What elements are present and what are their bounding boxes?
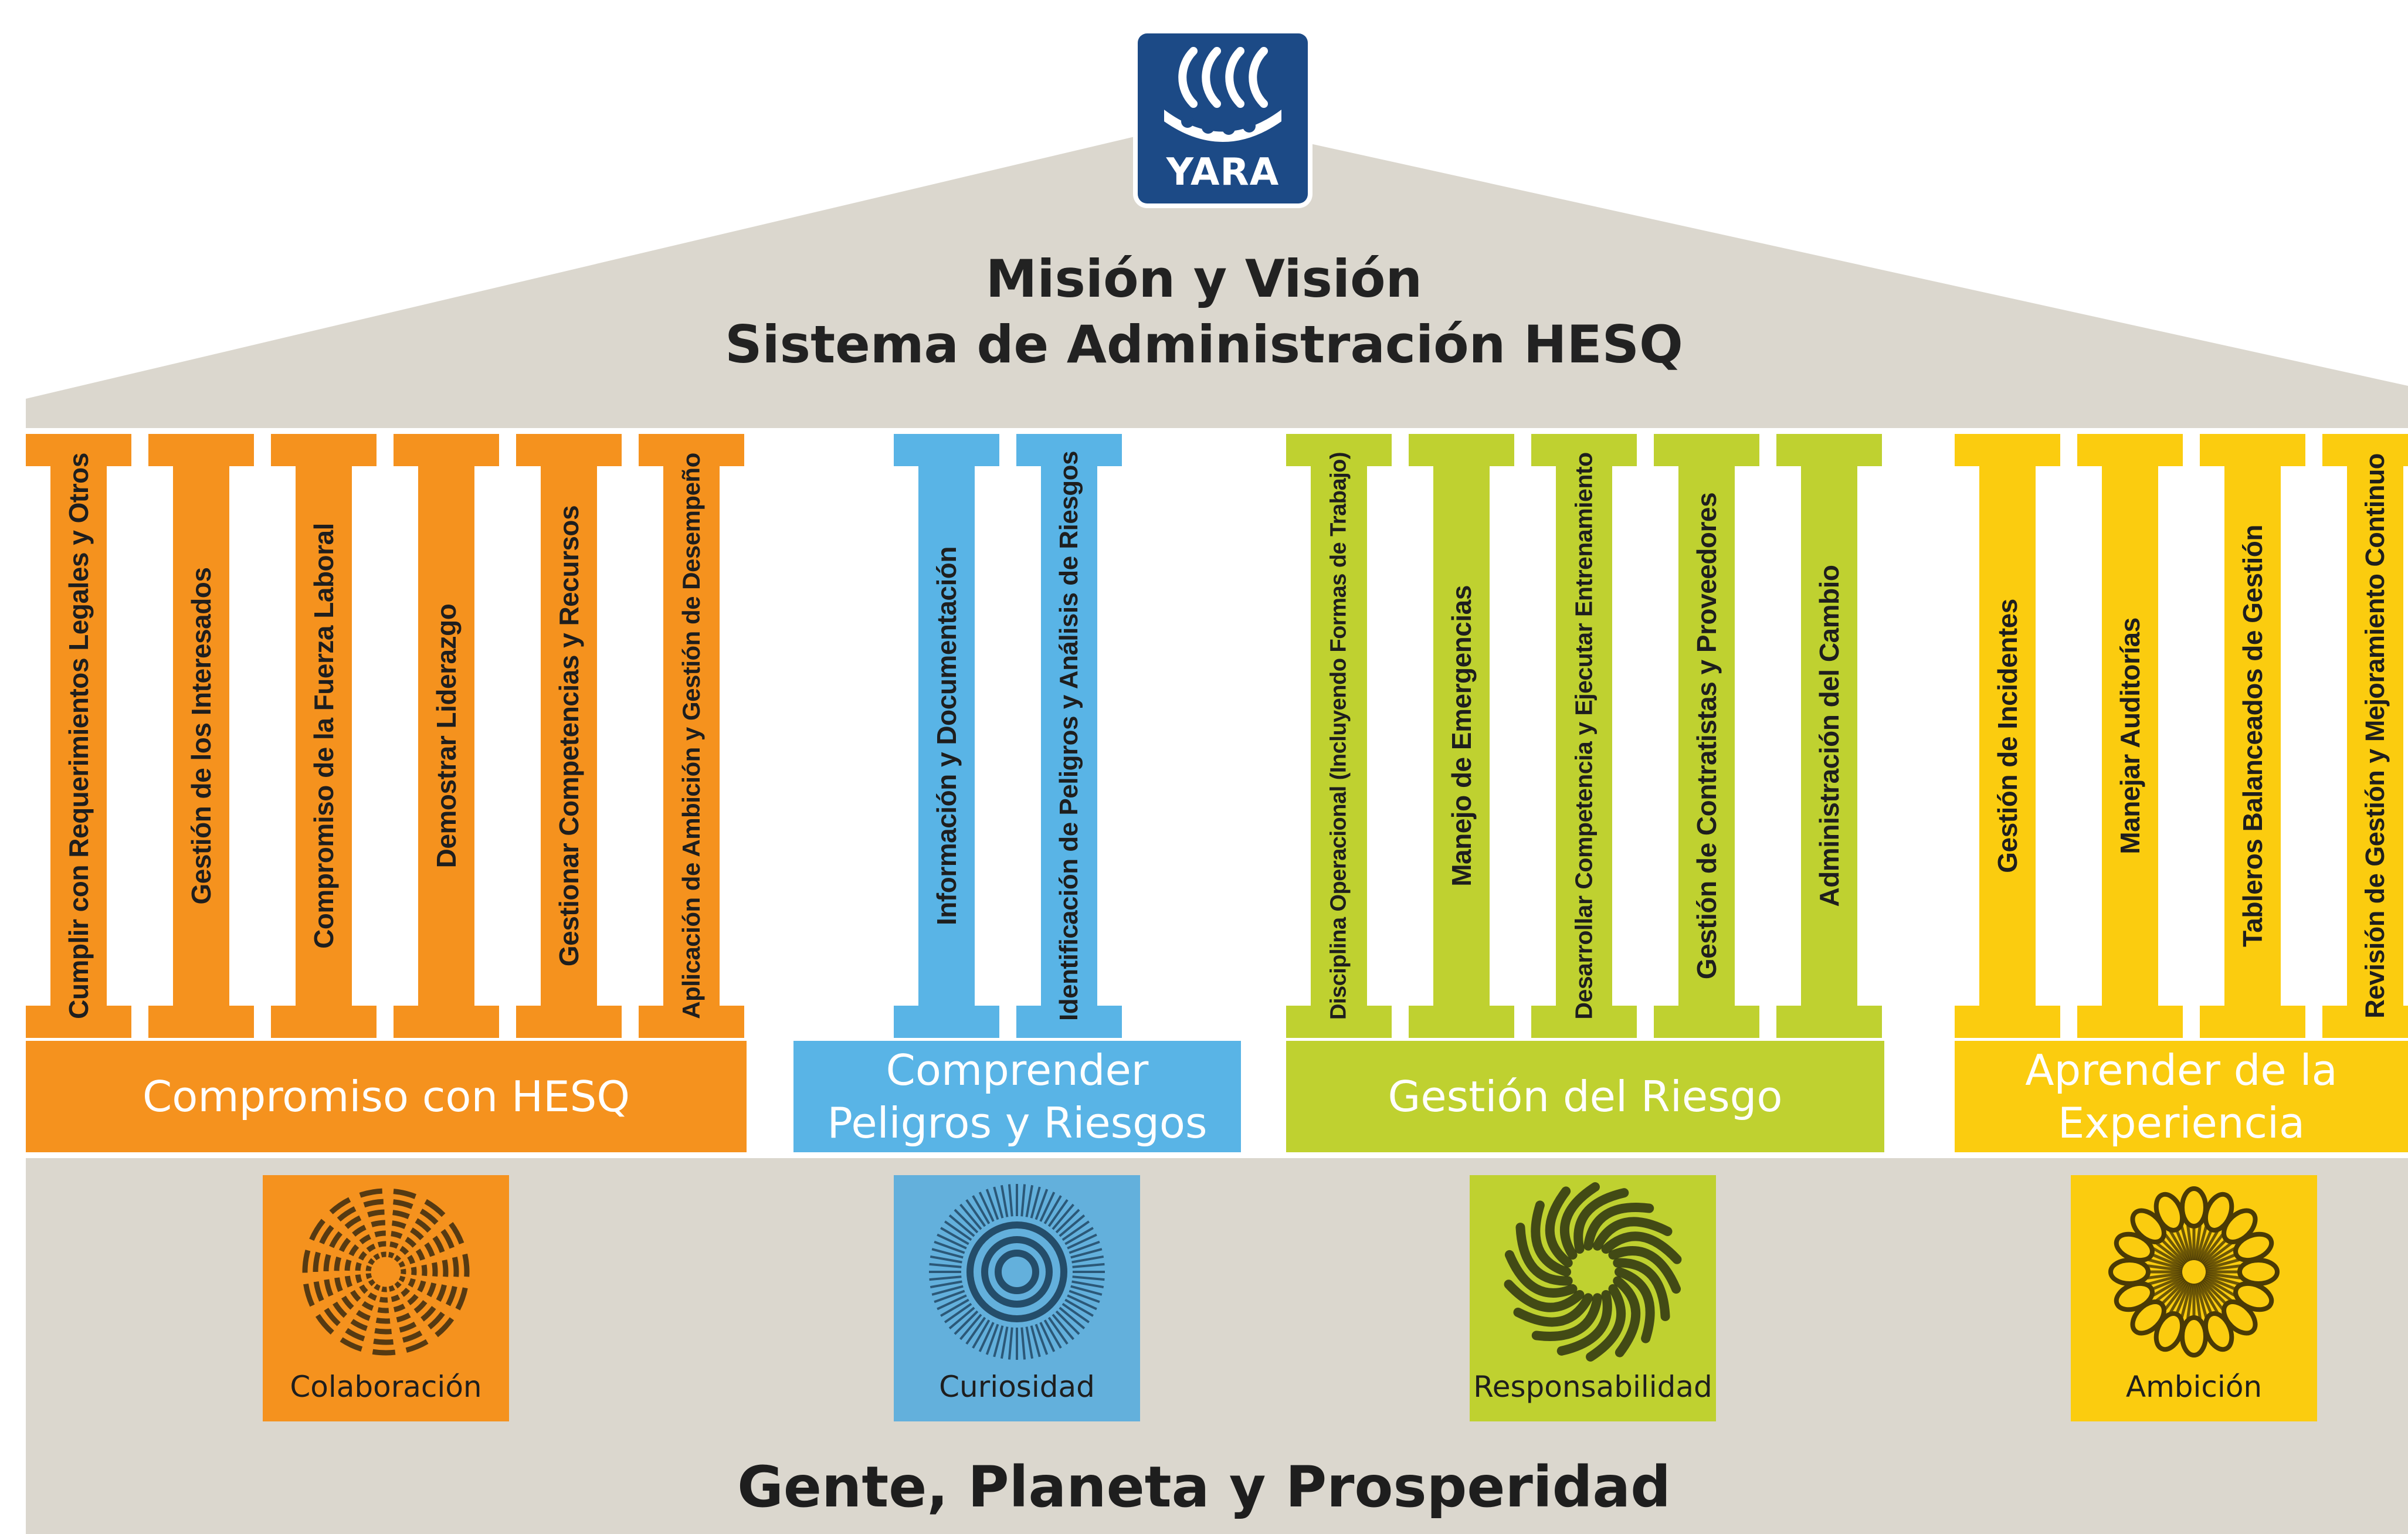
pillar-label: Revisión de Gestión y Mejoramiento Conti… (2360, 453, 2390, 1019)
group-label: Gestión del Riesgo (1388, 1072, 1783, 1121)
ambition-sun-icon (2108, 1186, 2280, 1357)
group-base (793, 1041, 1241, 1152)
pillar (26, 434, 131, 1038)
value-card: Responsabilidad (1470, 1175, 1716, 1421)
pillar (1955, 434, 2060, 1038)
pillar-label: Disciplina Operacional (Incluyendo Forma… (1326, 452, 1351, 1020)
pillar (148, 434, 254, 1038)
responsibility-swirl-icon (1504, 1182, 1682, 1362)
collaboration-spiral-icon (302, 1188, 470, 1356)
pillar-label: Aplicación de Ambición y Gestión de Dese… (677, 453, 705, 1019)
group-label: Aprender de la Experiencia (2025, 1046, 2338, 1148)
pillar-label: Manejo de Emergencias (1446, 585, 1477, 887)
value-label: Curiosidad (939, 1370, 1095, 1404)
pillar-label: Demostrar Liderazgo (431, 603, 462, 868)
pillar (1776, 434, 1882, 1038)
pillar-label: Gestionar Competencias y Recursos (554, 505, 584, 967)
roof (26, 120, 2408, 428)
yara-logo: YARA (1138, 33, 1308, 203)
pillar (2200, 434, 2305, 1038)
pillar-label: Manejar Auditorías (2115, 617, 2145, 854)
logo-wordmark: YARA (1166, 151, 1280, 194)
pillar (1531, 434, 1637, 1038)
value-card: Colaboración (263, 1175, 509, 1421)
pillar (1654, 434, 1759, 1038)
pillar (394, 434, 499, 1038)
curiosity-ripple-icon (929, 1184, 1105, 1360)
pillar-label: Identificación de Peligros y Análisis de… (1054, 451, 1083, 1021)
group-base (1286, 1041, 1884, 1152)
pillar-label: Gestión de los Interesados (186, 567, 216, 905)
group-base (26, 1041, 747, 1152)
group-base (1955, 1041, 2408, 1152)
pillar (639, 434, 744, 1038)
pillar (894, 434, 999, 1038)
foundation-title: Gente, Planeta y Prosperidad (737, 1454, 1671, 1520)
pillar (1016, 434, 1122, 1038)
value-label: Colaboración (290, 1370, 482, 1404)
value-card: Curiosidad (894, 1175, 1140, 1421)
pillar-label: Gestión de Incidentes (1992, 599, 2023, 873)
pillar (516, 434, 622, 1038)
pillar (1409, 434, 1514, 1038)
pillar-label: Desarrollar Competencia y Ejecutar Entre… (1570, 452, 1598, 1020)
group-label: Compromiso con HESQ (143, 1072, 630, 1121)
pillar-label: Información y Documentación (931, 547, 962, 925)
pillar (2322, 434, 2408, 1038)
pillar-label: Cumplir con Requerimientos Legales y Otr… (63, 453, 94, 1019)
hesq-system-title: Sistema de Administración HESQ (725, 314, 1683, 375)
mission-vision-title: Misión y Visión (985, 249, 1423, 309)
value-label: Responsabilidad (1473, 1370, 1712, 1404)
pillar (1286, 434, 1392, 1038)
group-label: Comprender Peligros y Riesgos (827, 1046, 1208, 1148)
pillar-label: Administración del Cambio (1814, 565, 1844, 907)
pillar-label: Compromiso de la Fuerza Laboral (308, 523, 339, 949)
value-label: Ambición (2125, 1370, 2263, 1404)
pillar-label: Tableros Balanceados de Gestión (2237, 525, 2268, 947)
pillar (271, 434, 377, 1038)
pillar (2077, 434, 2183, 1038)
pillar-label: Gestión de Contratistas y Proveedores (1691, 492, 1722, 980)
viking-ship-icon (1164, 47, 1281, 142)
value-card: Ambición (2071, 1175, 2317, 1421)
